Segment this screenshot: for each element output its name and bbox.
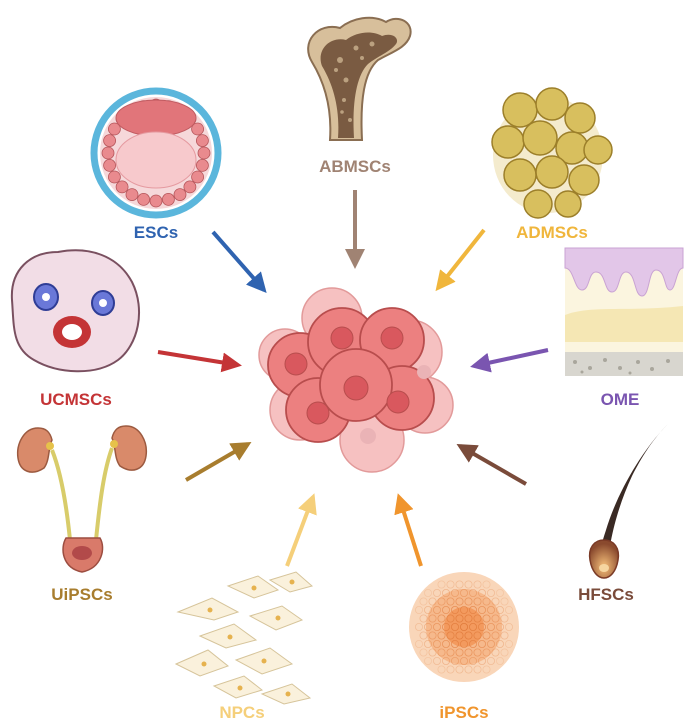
label-admscs: ADMSCs xyxy=(516,223,588,242)
arrow-hfscs xyxy=(456,444,527,486)
label-escs: ESCs xyxy=(134,223,178,242)
arrow-uipscs xyxy=(184,441,252,482)
arrow-escs xyxy=(211,230,267,294)
ipsc-colony-icon xyxy=(409,572,519,682)
blastocyst-icon xyxy=(90,87,222,219)
oral-mucosa-tissue-icon xyxy=(564,247,684,376)
arrow-admscs xyxy=(435,228,486,292)
label-uipscs: UiPSCs xyxy=(51,585,112,604)
umbilical-cord-section-icon xyxy=(10,249,140,373)
label-ucmscs: UCMSCs xyxy=(40,390,112,409)
label-ipscs: iPSCs xyxy=(439,703,488,722)
label-ome: OME xyxy=(601,390,640,409)
urinary-system-icon xyxy=(16,425,148,573)
cell-cluster-icon xyxy=(258,287,454,473)
neural-cells-icon xyxy=(174,571,314,705)
arrow-npcs xyxy=(285,493,317,567)
label-hfscs: HFSCs xyxy=(578,585,634,604)
hair-follicle-icon xyxy=(588,424,668,579)
label-npcs: NPCs xyxy=(219,703,264,722)
label-abmscs: ABMSCs xyxy=(319,157,391,176)
adipocyte-cluster-icon xyxy=(491,87,613,219)
bone-icon xyxy=(307,16,412,141)
arrow-ome xyxy=(470,348,549,373)
arrow-ucmscs xyxy=(157,350,242,373)
arrow-ipscs xyxy=(394,493,423,567)
